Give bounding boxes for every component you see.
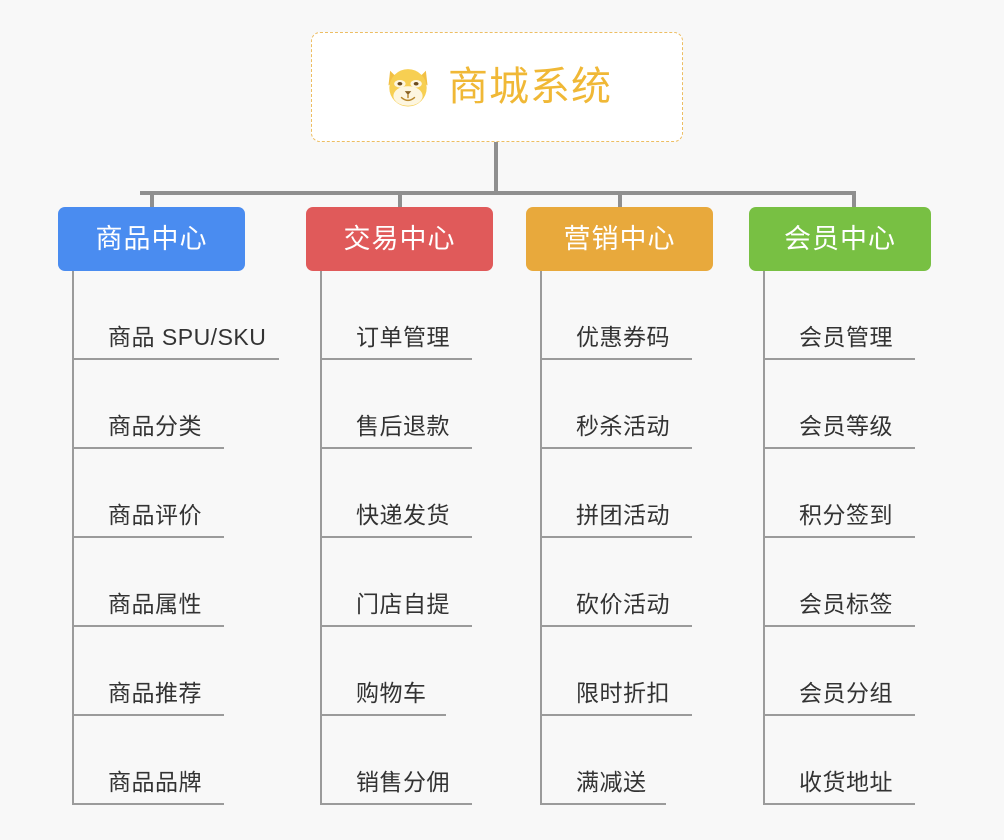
leaf-item-underline: [320, 625, 472, 627]
column-trunk-line: [72, 271, 74, 805]
leaf-item-underline: [763, 358, 915, 360]
leaf-item-label: 会员等级: [799, 413, 893, 439]
leaf-item-label: 满减送: [576, 769, 647, 795]
leaf-item-label: 会员管理: [799, 324, 893, 350]
leaf-list: 会员管理会员等级积分签到会员标签会员分组收货地址: [763, 271, 915, 805]
leaf-item-label: 砍价活动: [576, 591, 670, 617]
leaf-item-underline: [320, 358, 472, 360]
root-title: 商城系统: [448, 65, 612, 109]
leaf-item[interactable]: 拼团活动: [540, 449, 692, 538]
leaf-item-label: 限时折扣: [576, 680, 670, 706]
leaf-list: 商品 SPU/SKU 商品分类商品评价商品属性商品推荐商品品牌: [72, 271, 279, 805]
leaf-list: 优惠券码秒杀活动拼团活动砍价活动限时折扣满减送: [540, 271, 692, 805]
leaf-item-underline: [320, 447, 472, 449]
leaf-item[interactable]: 满减送: [540, 716, 670, 805]
category-header-label: 营销中心: [563, 223, 676, 254]
category-header-member-center[interactable]: 会员中心: [749, 207, 931, 271]
leaf-item-label: 商品 SPU/SKU: [108, 324, 267, 350]
leaf-item-underline: [72, 714, 224, 716]
leaf-item-underline: [763, 447, 915, 449]
leaf-item[interactable]: 销售分佣: [320, 716, 472, 805]
leaf-item-underline: [320, 536, 472, 538]
column-trunk-line: [763, 271, 765, 805]
leaf-item[interactable]: 会员分组: [763, 627, 915, 716]
leaf-item-label: 购物车: [356, 680, 427, 706]
leaf-item-label: 积分签到: [799, 502, 893, 528]
leaf-item-underline: [540, 536, 692, 538]
leaf-item[interactable]: 商品评价: [72, 449, 266, 538]
connector-drop-trade-center: [398, 191, 402, 211]
connector-drop-member-center: [852, 191, 856, 211]
leaf-item-underline: [540, 358, 692, 360]
leaf-item[interactable]: 商品属性: [72, 538, 266, 627]
leaf-item-underline: [72, 447, 224, 449]
leaf-item[interactable]: 会员标签: [763, 538, 915, 627]
category-header-trade-center[interactable]: 交易中心: [306, 207, 493, 271]
leaf-item[interactable]: 砍价活动: [540, 538, 692, 627]
leaf-item[interactable]: 购物车: [320, 627, 450, 716]
connector-drop-marketing-center: [618, 191, 622, 211]
leaf-item-underline: [540, 803, 666, 805]
leaf-list: 订单管理售后退款快递发货门店自提购物车销售分佣: [320, 271, 472, 805]
leaf-item-underline: [540, 714, 692, 716]
leaf-item-label: 门店自提: [356, 591, 450, 617]
leaf-item-underline: [763, 714, 915, 716]
connector-root-stem: [494, 142, 498, 194]
leaf-item-label: 秒杀活动: [576, 413, 670, 439]
leaf-item-underline: [72, 536, 224, 538]
leaf-item[interactable]: 积分签到: [763, 449, 915, 538]
leaf-item-underline: [320, 803, 472, 805]
leaf-item-label: 会员标签: [799, 591, 893, 617]
leaf-item-label: 商品属性: [108, 591, 202, 617]
leaf-item-label: 商品品牌: [108, 769, 202, 795]
leaf-item[interactable]: 优惠券码: [540, 271, 692, 360]
leaf-item-label: 收货地址: [799, 769, 893, 795]
connector-horizontal-bus: [140, 191, 856, 195]
leaf-item[interactable]: 商品 SPU/SKU: [72, 271, 279, 360]
leaf-item-label: 优惠券码: [576, 324, 670, 350]
leaf-item-underline: [72, 625, 224, 627]
leaf-item-underline: [763, 536, 915, 538]
leaf-item[interactable]: 会员管理: [763, 271, 915, 360]
leaf-item-underline: [763, 803, 915, 805]
leaf-item-underline: [763, 625, 915, 627]
leaf-item-underline: [320, 714, 446, 716]
leaf-item-label: 商品分类: [108, 413, 202, 439]
leaf-item[interactable]: 商品推荐: [72, 627, 266, 716]
shiba-inu-dog-face-icon: [382, 61, 434, 113]
column-trunk-line: [320, 271, 322, 805]
category-header-marketing-center[interactable]: 营销中心: [526, 207, 713, 271]
category-header-product-center[interactable]: 商品中心: [58, 207, 245, 271]
leaf-item-underline: [72, 803, 224, 805]
column-trunk-line: [540, 271, 542, 805]
leaf-item-underline: [540, 625, 692, 627]
leaf-item-label: 快递发货: [356, 502, 450, 528]
leaf-item[interactable]: 门店自提: [320, 538, 472, 627]
root-node[interactable]: 商城系统: [311, 32, 683, 142]
leaf-item[interactable]: 订单管理: [320, 271, 472, 360]
leaf-item[interactable]: 商品分类: [72, 360, 266, 449]
leaf-item[interactable]: 会员等级: [763, 360, 915, 449]
leaf-item-underline: [540, 447, 692, 449]
leaf-item-underline: [72, 358, 279, 360]
leaf-item-label: 拼团活动: [576, 502, 670, 528]
leaf-item[interactable]: 快递发货: [320, 449, 472, 538]
leaf-item-label: 销售分佣: [356, 769, 450, 795]
leaf-item[interactable]: 售后退款: [320, 360, 472, 449]
leaf-item[interactable]: 收货地址: [763, 716, 915, 805]
connector-drop-product-center: [150, 191, 154, 211]
category-header-label: 交易中心: [343, 223, 456, 254]
leaf-item-label: 商品推荐: [108, 680, 202, 706]
leaf-item-label: 商品评价: [108, 502, 202, 528]
category-header-label: 会员中心: [784, 223, 896, 254]
category-header-label: 商品中心: [95, 223, 208, 254]
leaf-item[interactable]: 秒杀活动: [540, 360, 692, 449]
leaf-item-label: 订单管理: [356, 324, 450, 350]
leaf-item[interactable]: 商品品牌: [72, 716, 266, 805]
leaf-item-label: 会员分组: [799, 680, 893, 706]
leaf-item[interactable]: 限时折扣: [540, 627, 692, 716]
leaf-item-label: 售后退款: [356, 413, 450, 439]
